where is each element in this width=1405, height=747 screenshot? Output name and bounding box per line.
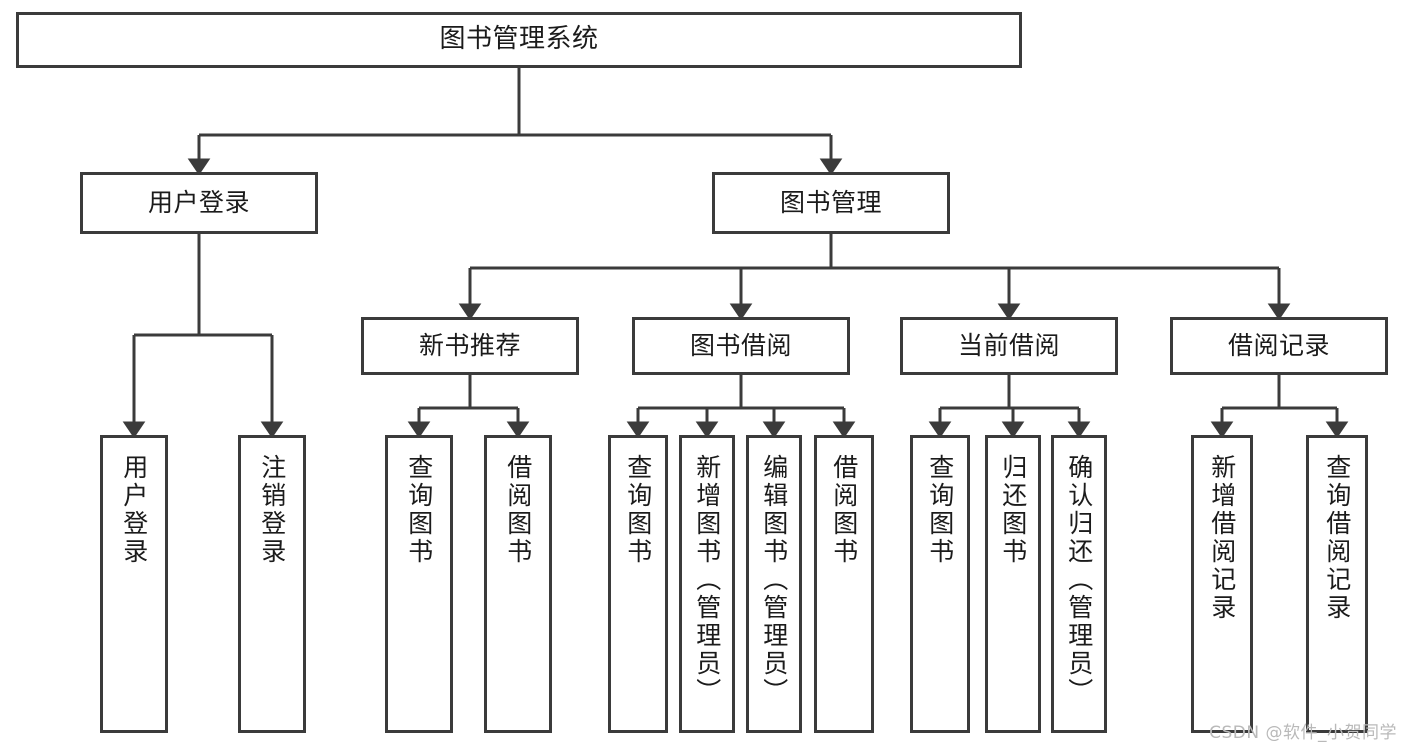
node-user-login[interactable]: 用户登录 <box>80 172 318 234</box>
leaf-edit-book-admin-label: 编辑图书（管理员） <box>759 454 789 706</box>
leaf-return-book[interactable]: 归还图书 <box>985 435 1041 733</box>
leaf-query-book-current[interactable]: 查询图书 <box>910 435 970 733</box>
leaf-query-book-current-label: 查询图书 <box>925 454 955 566</box>
node-root-label: 图书管理系统 <box>439 24 599 55</box>
node-book-borrow-label: 图书借阅 <box>689 330 792 360</box>
leaf-user-login[interactable]: 用户登录 <box>100 435 168 733</box>
leaf-add-book-admin[interactable]: 新增图书（管理员） <box>679 435 735 733</box>
node-book-management-label: 图书管理 <box>779 187 882 217</box>
leaf-add-borrow-record[interactable]: 新增借阅记录 <box>1191 435 1253 733</box>
node-new-book-recommend[interactable]: 新书推荐 <box>361 317 579 375</box>
leaf-user-logout-label: 注销登录 <box>257 454 287 566</box>
node-user-login-label: 用户登录 <box>147 187 250 217</box>
leaf-edit-book-admin[interactable]: 编辑图书（管理员） <box>746 435 802 733</box>
leaf-lend-book-label: 借阅图书 <box>829 454 859 566</box>
leaf-query-book-borrow[interactable]: 查询图书 <box>608 435 668 733</box>
leaf-query-borrow-record[interactable]: 查询借阅记录 <box>1306 435 1368 733</box>
leaf-user-logout[interactable]: 注销登录 <box>238 435 306 733</box>
leaf-add-book-admin-label: 新增图书（管理员） <box>692 454 722 706</box>
node-current-borrow[interactable]: 当前借阅 <box>900 317 1118 375</box>
node-borrow-record[interactable]: 借阅记录 <box>1170 317 1388 375</box>
leaf-return-book-label: 归还图书 <box>998 454 1028 566</box>
leaf-lend-book[interactable]: 借阅图书 <box>814 435 874 733</box>
node-book-borrow[interactable]: 图书借阅 <box>632 317 850 375</box>
node-current-borrow-label: 当前借阅 <box>957 330 1060 360</box>
leaf-query-book-borrow-label: 查询图书 <box>623 454 653 566</box>
node-new-book-recommend-label: 新书推荐 <box>418 330 521 360</box>
node-borrow-record-label: 借阅记录 <box>1227 330 1330 360</box>
leaf-query-book-recommend[interactable]: 查询图书 <box>385 435 453 733</box>
leaf-borrow-book-recommend-label: 借阅图书 <box>503 454 533 566</box>
leaf-confirm-return-admin-label: 确认归还（管理员） <box>1064 454 1094 706</box>
leaf-query-book-recommend-label: 查询图书 <box>404 454 434 566</box>
watermark: CSDN @软件_小贺同学 <box>1209 723 1397 743</box>
leaf-borrow-book-recommend[interactable]: 借阅图书 <box>484 435 552 733</box>
leaf-add-borrow-record-label: 新增借阅记录 <box>1207 454 1237 622</box>
leaf-query-borrow-record-label: 查询借阅记录 <box>1322 454 1352 622</box>
node-book-management[interactable]: 图书管理 <box>712 172 950 234</box>
leaf-confirm-return-admin[interactable]: 确认归还（管理员） <box>1051 435 1107 733</box>
node-root[interactable]: 图书管理系统 <box>16 12 1022 68</box>
leaf-user-login-label: 用户登录 <box>119 454 149 566</box>
